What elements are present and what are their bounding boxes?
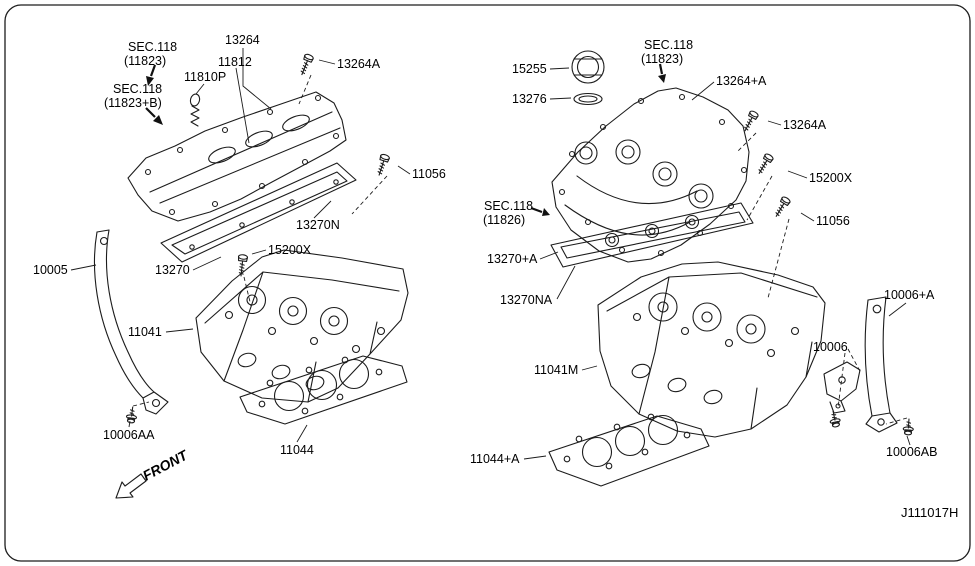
leader-lines: [70, 48, 911, 460]
valve-cover-gasket-left: [160, 162, 357, 263]
part-label-13270n: 13270N: [296, 218, 340, 232]
part-label-13270na: 13270NA: [500, 293, 553, 307]
part-label-15200x-left: 15200X: [268, 243, 312, 257]
right-assembly-art: [548, 50, 915, 487]
sec-ref-label: (11823+B): [104, 96, 162, 110]
part-label-11044-plus-a: 11044+A: [470, 452, 520, 466]
valve-cover-gasket-right: [550, 202, 754, 268]
part-label-13270-plus-a: 13270+A: [487, 252, 538, 266]
cylinder-head-right: [597, 261, 826, 438]
part-label-10005: 10005: [33, 263, 68, 277]
bolt-icon-11056-left: [374, 152, 391, 178]
part-label-10006aa: 10006AA: [103, 428, 155, 442]
part-label-13264: 13264: [225, 33, 260, 47]
labels: SEC.118 (11823) 13264 11812 11810P SEC.1…: [33, 33, 958, 520]
bolt-icon-11056-right: [771, 195, 792, 220]
part-label-13264a-right: 13264A: [783, 118, 827, 132]
filler-cap-gasket: [573, 92, 603, 106]
rocker-cover-left: [127, 91, 347, 222]
part-label-10006ab: 10006AB: [886, 445, 937, 459]
sec-ref-label: (11823): [641, 52, 683, 66]
sec-ref-arrows: [145, 63, 666, 216]
part-label-13270: 13270: [155, 263, 190, 277]
bracket-tube-10005: [93, 229, 169, 415]
diagram-frame: [4, 4, 971, 562]
sec-ref-label: (11823): [124, 54, 166, 68]
part-label-13264a-left: 13264A: [337, 57, 381, 71]
oil-filler-cap: [571, 50, 605, 84]
left-assembly-art: [93, 52, 409, 425]
screw-icon-10006aa: [125, 405, 139, 424]
bracket-10006-plus-a: [864, 296, 898, 433]
pcv-valve: [189, 93, 201, 127]
sec-ref-label: SEC.118: [128, 40, 177, 54]
front-arrow: [115, 473, 147, 499]
part-label-11056-left: 11056: [412, 167, 446, 181]
front-label: FRONT: [140, 446, 191, 483]
bracket-10006: [823, 361, 861, 414]
bolt-icon-15200x-right: [754, 152, 775, 177]
part-label-13276: 13276: [512, 92, 547, 106]
part-label-15255: 15255: [512, 62, 547, 76]
part-label-13264-plus-a: 13264+A: [716, 74, 767, 88]
rocker-cover-right: [551, 87, 750, 263]
part-label-11812: 11812: [218, 55, 252, 69]
part-label-15200x-right: 15200X: [809, 171, 853, 185]
part-label-11810p: 11810P: [184, 70, 226, 84]
sec-ref-label: (11826): [483, 213, 525, 227]
part-label-11041m: 11041M: [534, 363, 578, 377]
sec-ref-label: SEC.118: [113, 82, 162, 96]
part-label-11041: 11041: [128, 325, 162, 339]
sec-ref-label: SEC.118: [484, 199, 533, 213]
part-label-10006-plus-a: 10006+A: [884, 288, 935, 302]
diagram-code: J111017H: [901, 505, 958, 520]
head-gasket-right: [548, 413, 710, 487]
screw-icon-10006ab: [902, 418, 915, 436]
head-gasket-left: [239, 355, 408, 425]
cylinder-head-left: [195, 249, 409, 403]
sec-ref-label: SEC.118: [644, 38, 693, 52]
part-label-11044: 11044: [280, 443, 314, 457]
part-label-10006: 10006: [813, 340, 848, 354]
bolt-icon-13264a-left: [297, 52, 315, 77]
part-label-11056-right: 11056: [816, 214, 850, 228]
